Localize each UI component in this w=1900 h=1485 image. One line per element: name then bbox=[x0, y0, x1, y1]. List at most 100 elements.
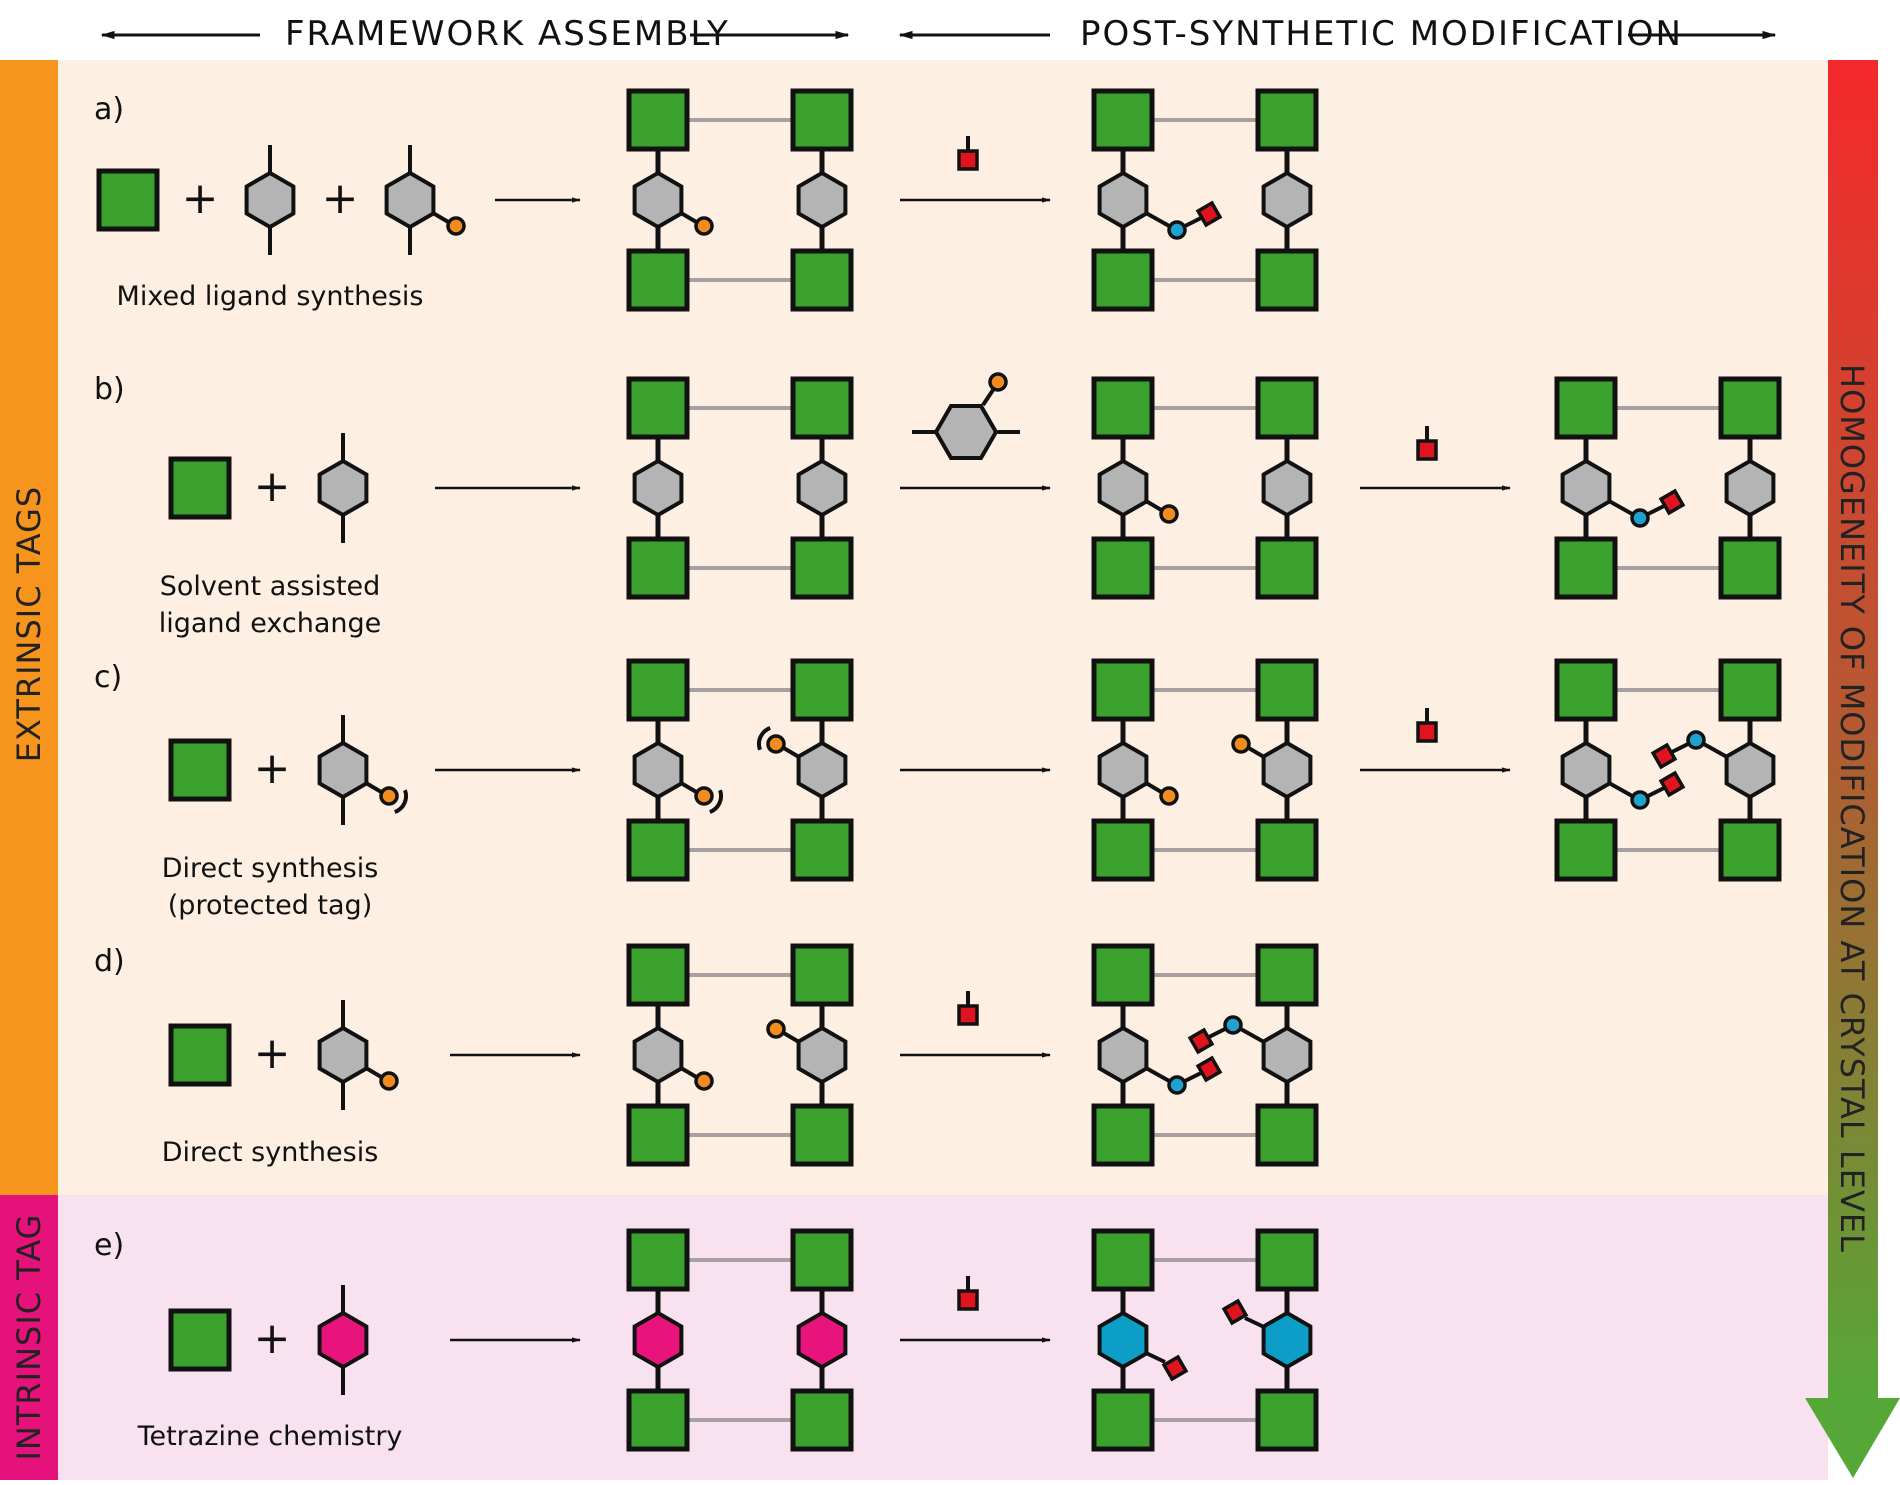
mof-tagged bbox=[626, 943, 854, 1167]
metal-node bbox=[790, 536, 854, 600]
tag-bond bbox=[780, 745, 801, 759]
intrinsic-tag-label: INTRINSIC TAG bbox=[10, 1213, 48, 1461]
exchange-linker-reagent bbox=[912, 372, 1020, 460]
tag-bond bbox=[431, 211, 452, 225]
linker bbox=[1097, 458, 1149, 518]
reagent-square bbox=[1658, 770, 1686, 798]
extrinsic-band bbox=[0, 60, 58, 1195]
clicked-tag bbox=[1686, 730, 1706, 750]
reagent-square bbox=[1195, 200, 1223, 228]
linker bbox=[1097, 740, 1149, 800]
linker bbox=[933, 404, 999, 460]
click-bond bbox=[1671, 742, 1689, 754]
metal-node bbox=[1091, 818, 1155, 882]
metal-node bbox=[1554, 536, 1618, 600]
linker bbox=[1261, 1025, 1313, 1085]
reagent-square bbox=[1658, 488, 1686, 516]
metal-node bbox=[1554, 376, 1618, 440]
extrinsic-background bbox=[58, 60, 1828, 1195]
linker bbox=[1261, 458, 1313, 518]
linker bbox=[1724, 740, 1776, 800]
metal-node bbox=[1718, 536, 1782, 600]
tag-bond bbox=[1145, 211, 1172, 229]
metal-node bbox=[790, 1388, 854, 1452]
linker bbox=[244, 170, 296, 230]
metal-node bbox=[1255, 943, 1319, 1007]
click-bond bbox=[1184, 216, 1202, 228]
metal-node bbox=[626, 1388, 690, 1452]
metal-node bbox=[1091, 88, 1155, 152]
caption-protected-line2: (protected tag) bbox=[167, 890, 373, 921]
plus-sign: + bbox=[182, 173, 219, 224]
metal-node-reagent bbox=[168, 456, 232, 520]
click-bond bbox=[1145, 1351, 1166, 1364]
linker bbox=[1261, 740, 1313, 800]
clicked-tag bbox=[1167, 1075, 1187, 1095]
metal-node bbox=[1091, 1103, 1155, 1167]
mof-exchanged bbox=[1091, 376, 1319, 600]
metal-node bbox=[1091, 248, 1155, 312]
plus-sign: + bbox=[254, 1028, 291, 1079]
mof-modified bbox=[1554, 658, 1782, 882]
plus-sign: + bbox=[254, 461, 291, 512]
linker-reagent bbox=[244, 145, 296, 255]
tag-bond bbox=[1144, 499, 1165, 513]
caption-protected-line1: Direct synthesis bbox=[161, 853, 379, 884]
metal-node bbox=[790, 1228, 854, 1292]
tag bbox=[988, 372, 1008, 392]
linker bbox=[796, 458, 848, 518]
mof-protected bbox=[626, 658, 854, 882]
metal-node bbox=[1091, 376, 1155, 440]
metal-node bbox=[1255, 1228, 1319, 1292]
metal-node bbox=[1091, 943, 1155, 1007]
reagent-square bbox=[1416, 439, 1438, 461]
reagent-square bbox=[1650, 742, 1678, 770]
tetrazine-linker bbox=[317, 1310, 369, 1370]
reagent-square bbox=[1221, 1298, 1249, 1326]
linker bbox=[1560, 740, 1612, 800]
linker bbox=[632, 1025, 684, 1085]
tag bbox=[1159, 504, 1179, 524]
tag-bond bbox=[679, 781, 700, 795]
linker bbox=[1097, 170, 1149, 230]
reagent-icon bbox=[1416, 708, 1438, 743]
metal-node-reagent bbox=[168, 738, 232, 802]
metal-node bbox=[1255, 376, 1319, 440]
linker bbox=[317, 1025, 369, 1085]
tag-bond bbox=[1238, 1026, 1265, 1044]
reagent-icon bbox=[1416, 426, 1438, 461]
metal-node bbox=[1718, 658, 1782, 722]
reagent-square bbox=[1416, 721, 1438, 743]
metal-node bbox=[1255, 536, 1319, 600]
metal-node bbox=[1718, 818, 1782, 882]
click-bond bbox=[1647, 504, 1665, 516]
tag-bond bbox=[1608, 499, 1635, 517]
row-label-b: b) bbox=[94, 372, 125, 407]
framework-assembly-heading: FRAMEWORK ASSEMBLY bbox=[285, 14, 730, 54]
linker bbox=[1097, 1310, 1149, 1370]
caption-sale-line2: ligand exchange bbox=[158, 608, 382, 639]
metal-node bbox=[626, 376, 690, 440]
mof-deprotected bbox=[1091, 658, 1319, 882]
click-bond bbox=[1184, 1071, 1202, 1083]
linker-reagent bbox=[317, 433, 369, 543]
click-bond bbox=[1647, 786, 1665, 798]
metal-node bbox=[790, 376, 854, 440]
metal-node bbox=[1091, 1388, 1155, 1452]
caption-sale-line1: Solvent assisted bbox=[159, 571, 381, 602]
reagent-icon bbox=[957, 136, 979, 171]
metal-node bbox=[626, 658, 690, 722]
tag-bond bbox=[780, 1030, 801, 1044]
mof-modified bbox=[1091, 943, 1319, 1167]
metal-node bbox=[626, 536, 690, 600]
tag-bond bbox=[1144, 781, 1165, 795]
caption-mixed-ligand: Mixed ligand synthesis bbox=[116, 281, 424, 312]
tag-bond bbox=[1145, 1066, 1172, 1084]
mof-modified bbox=[1554, 376, 1782, 600]
tag-bond bbox=[364, 781, 385, 795]
tag bbox=[766, 1019, 786, 1039]
metal-node bbox=[1718, 376, 1782, 440]
tagged-linker-reagent bbox=[317, 1000, 399, 1110]
tag bbox=[1159, 786, 1179, 806]
metal-node bbox=[626, 248, 690, 312]
